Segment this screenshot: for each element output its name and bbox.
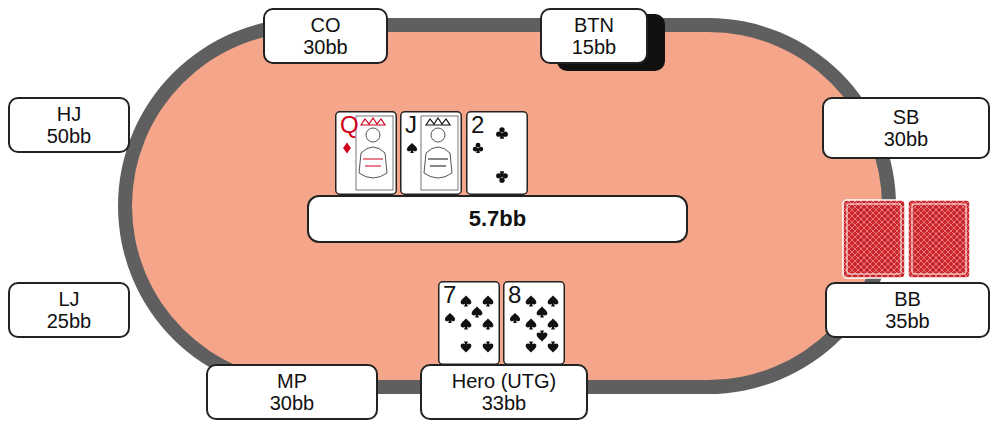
face-head [366, 128, 380, 142]
suit-pip [483, 319, 494, 330]
card-outline [504, 282, 565, 365]
seat-box: SB30bb [822, 97, 990, 159]
face-body [359, 147, 387, 178]
face-crown [426, 118, 450, 125]
stack-size: 50bb [47, 125, 92, 147]
card-outline [336, 112, 397, 195]
card-outline [439, 282, 500, 365]
face-crown [361, 118, 385, 125]
suit-pip [473, 143, 484, 153]
seat-box: HJ50bb [8, 97, 130, 153]
card-outline [467, 112, 528, 195]
playing-card: Q [335, 111, 397, 195]
suit-pip [526, 296, 537, 307]
stack-size: 30bb [270, 392, 315, 414]
seat-box: BTN15bb [540, 8, 648, 64]
suit-pip [472, 307, 483, 318]
card-rank: 8 [508, 282, 521, 308]
suit-pip [537, 331, 548, 342]
stack-size: 25bb [47, 310, 92, 332]
seat-box: CO30bb [263, 8, 388, 64]
face-head [431, 128, 445, 142]
face-detail [363, 159, 383, 166]
face-body [424, 147, 452, 178]
seat-label: HJ [57, 103, 81, 125]
suit-pip [548, 319, 559, 330]
suit-pip [526, 319, 537, 330]
suit-pip [548, 296, 559, 307]
suit-pip [483, 296, 494, 307]
card-rank: J [405, 112, 417, 138]
seat-box: Hero (UTG)33bb [420, 364, 588, 420]
suit-pip [407, 143, 417, 153]
playing-card: 2 [466, 111, 528, 195]
stack-size: 33bb [482, 392, 527, 414]
suit-pip [510, 313, 520, 323]
seat-box: MP30bb [206, 364, 378, 420]
seat-box: LJ25bb [8, 282, 130, 338]
suit-pip [461, 342, 472, 353]
suit-pip [537, 307, 548, 318]
face-detail [428, 159, 448, 166]
seat-label: CO [311, 14, 341, 36]
suit-pip [548, 342, 559, 353]
suit-pip [445, 313, 455, 323]
face-frame [356, 116, 393, 190]
suit-pip [343, 142, 351, 153]
card-rank: 7 [443, 282, 456, 308]
stack-size: 30bb [884, 128, 929, 150]
seat-label: MP [277, 370, 307, 392]
seat-label: Hero (UTG) [452, 370, 556, 392]
card-back [843, 200, 905, 278]
card-back-frame [912, 204, 966, 274]
playing-card: 7 [438, 281, 500, 365]
suit-pip [483, 342, 494, 353]
seat-box: BB35bb [825, 282, 990, 338]
stack-size: 15bb [572, 36, 617, 58]
suit-pip [496, 171, 508, 182]
seat-label: LJ [58, 288, 79, 310]
table-rail [118, 18, 896, 394]
suit-pip [526, 342, 537, 353]
card-outline [401, 112, 462, 195]
card-rank: 2 [471, 112, 484, 138]
card-back-frame [847, 204, 901, 274]
pot-amount: 5.7bb [469, 206, 526, 232]
stack-size: 35bb [885, 310, 930, 332]
table-felt [132, 32, 882, 380]
playing-card: J [400, 111, 462, 195]
face-frame [421, 116, 458, 190]
stack-size: 30bb [303, 36, 348, 58]
suit-pip [461, 296, 472, 307]
seat-label: SB [893, 106, 920, 128]
suit-pip [496, 127, 508, 138]
seat-label: BB [894, 288, 921, 310]
card-rank: Q [340, 112, 359, 138]
seat-label: BTN [574, 14, 614, 36]
playing-card: 8 [503, 281, 565, 365]
card-back [908, 200, 970, 278]
suit-pip [461, 319, 472, 330]
pot-box: 5.7bb [307, 195, 688, 243]
